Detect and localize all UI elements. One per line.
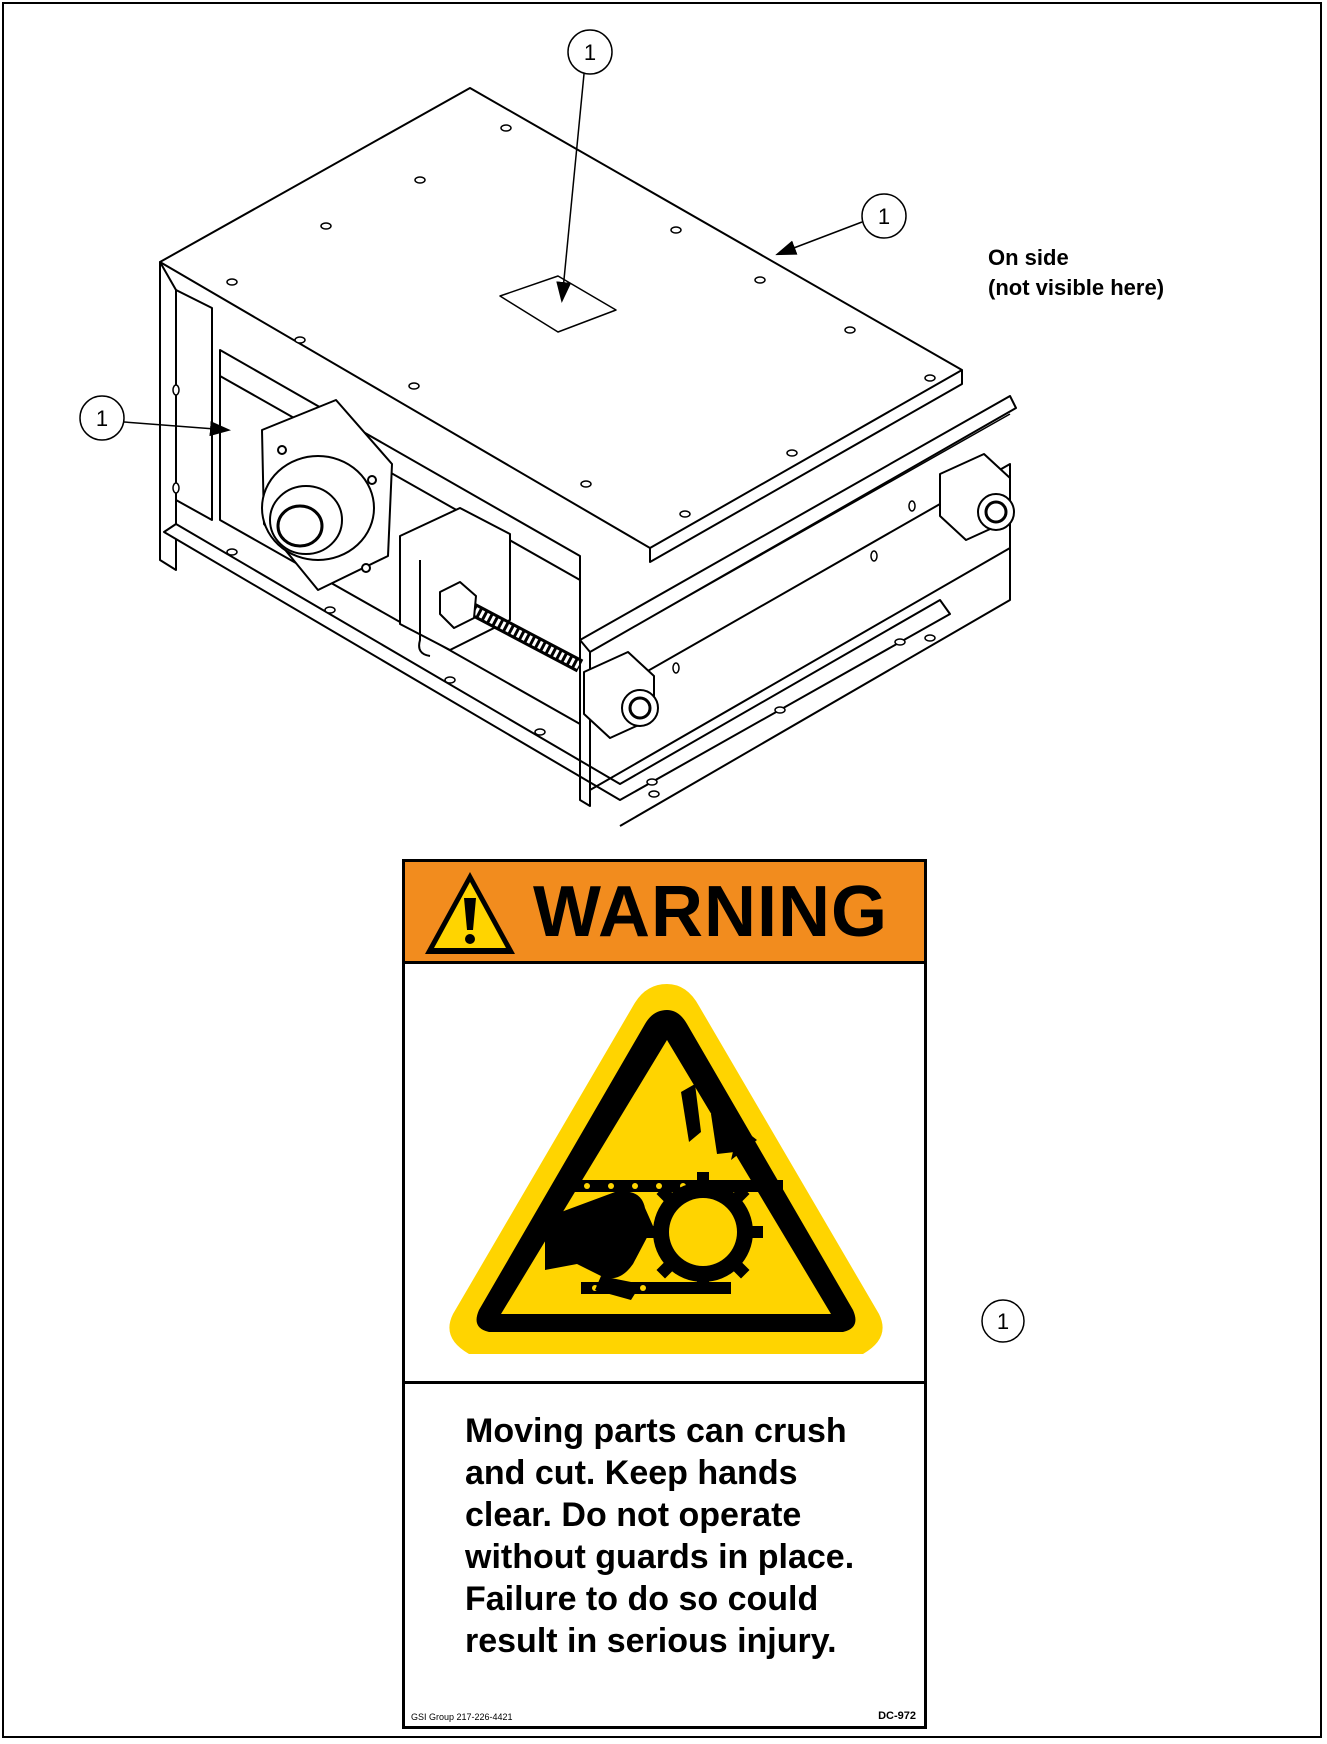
front-channel	[579, 395, 1017, 653]
decal-footer-company: GSI Group 217-226-4421	[411, 1712, 513, 1722]
chain-sprocket-crush-hazard-icon	[449, 984, 883, 1354]
callout-top-number: 1	[584, 40, 596, 65]
threaded-rod	[466, 601, 584, 673]
decal-header-text: WARNING	[533, 872, 888, 952]
cover-decal-patch	[499, 275, 617, 333]
takeup-block	[399, 507, 511, 651]
decal-part-number: DC-972	[878, 1710, 916, 1722]
callout-left: 1	[79, 395, 231, 441]
side-note-line1: On side	[988, 245, 1069, 270]
warning-decal: WARNING	[402, 859, 927, 1729]
base-plate	[163, 523, 951, 801]
callout-decal: 1	[981, 1299, 1025, 1343]
side-note-line2: (not visible here)	[988, 275, 1165, 300]
side-note: On side (not visible here)	[988, 243, 1164, 303]
top-cover-edge	[649, 370, 963, 563]
callout-left-number: 1	[96, 406, 108, 431]
callout-side-number: 1	[878, 204, 890, 229]
decal-pictogram-panel	[405, 964, 924, 1384]
callout-decal-number: 1	[997, 1309, 1009, 1334]
decal-header: WARNING	[405, 862, 924, 964]
decal-message: Moving parts can crush and cut. Keep han…	[465, 1412, 855, 1660]
rod-nut	[439, 581, 477, 629]
callout-top: 1	[556, 29, 613, 303]
left-frame	[159, 261, 177, 571]
warning-triangle-icon	[425, 872, 515, 954]
assembly-drawing: 1 1 1	[79, 29, 1017, 827]
callout-side: 1	[775, 193, 907, 256]
